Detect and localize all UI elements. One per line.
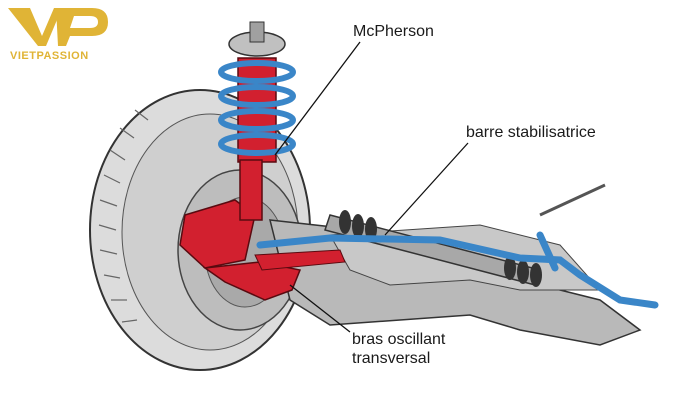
leader-barre-stabilisatrice [384, 142, 469, 236]
label-bras-line1: bras oscillant [352, 331, 446, 348]
steering-rack [324, 183, 606, 287]
leader-lines [274, 41, 469, 333]
label-bras-line2: transversal [352, 350, 431, 367]
mcpherson-strut [218, 21, 296, 221]
label-mcpherson: McPherson [353, 23, 434, 40]
stabilizer-bar [256, 231, 659, 309]
steering-knuckle [179, 199, 256, 269]
leader-bras-oscillant [289, 284, 351, 333]
label-barre-stabilisatrice: barre stabilisatrice [466, 124, 596, 141]
label-bras-oscillant-transversal: bras oscillant transversal [352, 330, 445, 368]
lower-control-arm [202, 249, 346, 301]
vietpassion-logo [8, 8, 108, 46]
leader-mcpherson [274, 41, 361, 156]
logo-text: VIETPASSION [10, 50, 89, 62]
